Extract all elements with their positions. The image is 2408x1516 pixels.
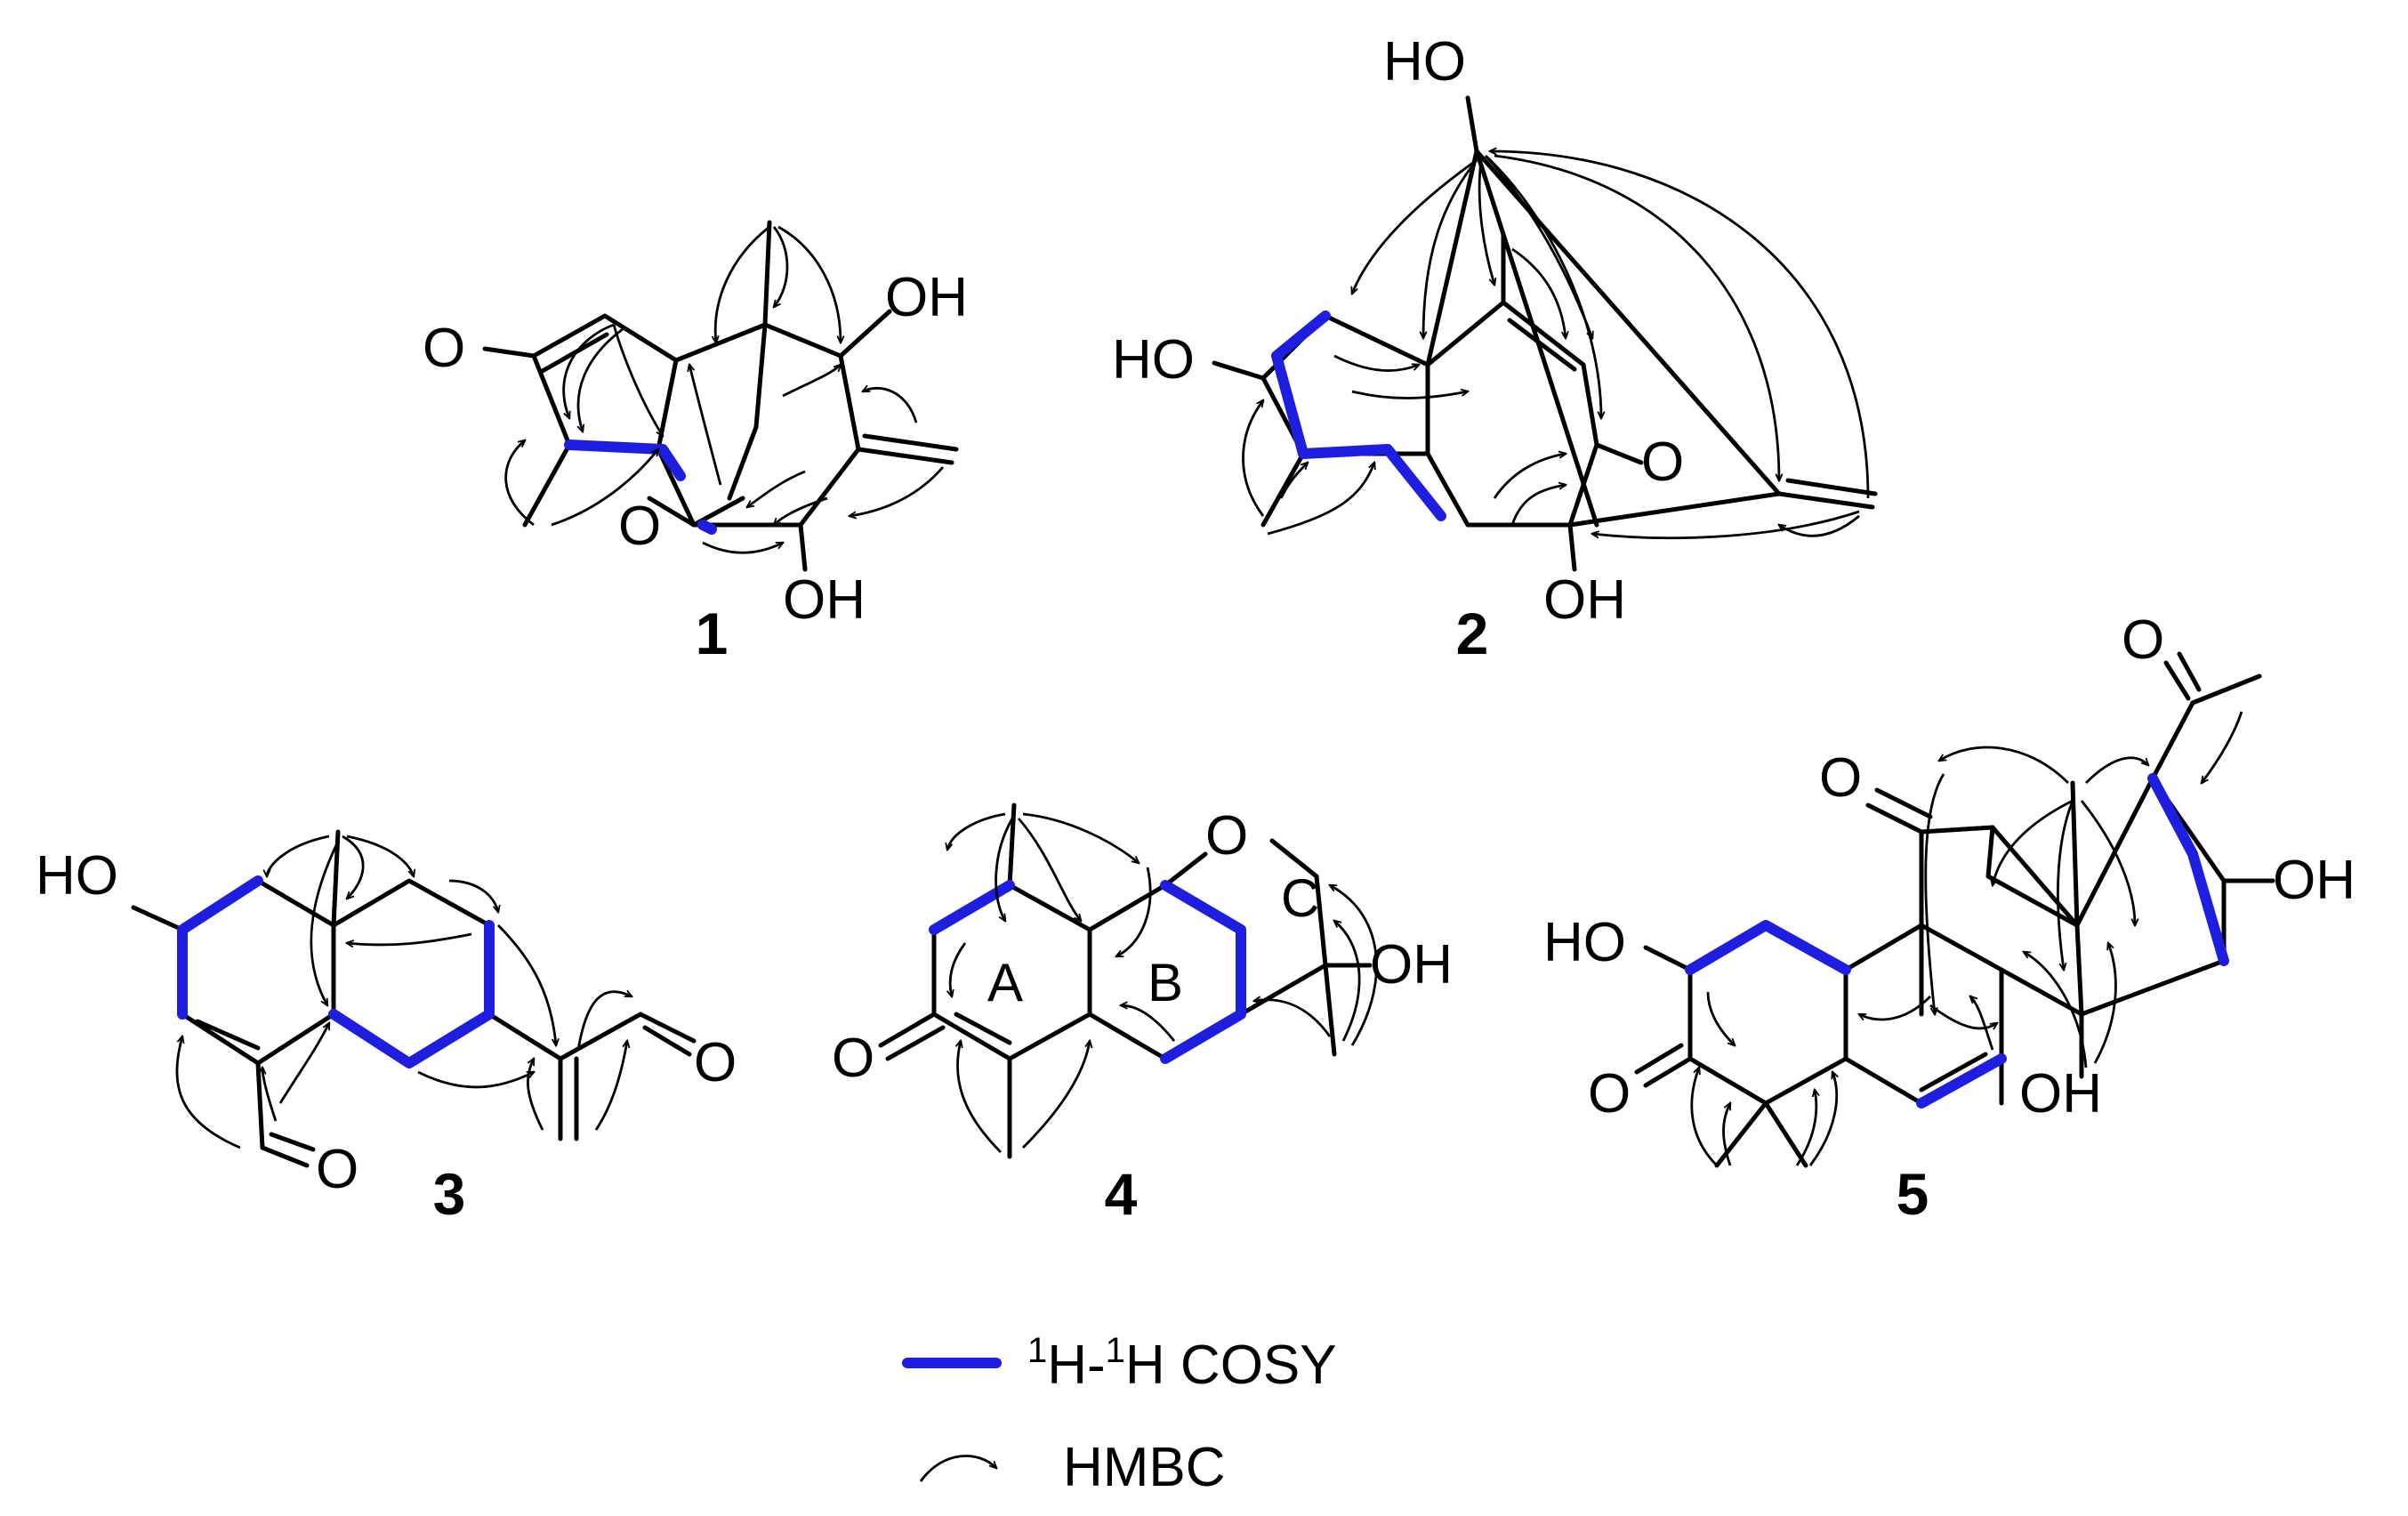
ring-label-a: A: [987, 953, 1023, 1012]
compound-3-bonds: [131, 829, 697, 1168]
aldehyde-oxygen-right: O: [694, 1032, 737, 1093]
compound-5-bonds: [1634, 651, 2275, 1168]
cosy-legend-label: 1H-1H COSY: [1027, 1331, 1337, 1396]
hydroxyl-bottom: OH: [2019, 1063, 2102, 1125]
compound-4-hmbc: [947, 812, 1378, 1153]
hydroxyl-left: HO: [36, 845, 118, 907]
compound-5-hmbc: [1690, 711, 2243, 1166]
compound-4-label: 4: [1105, 1161, 1138, 1227]
compound-5-cosy: [1685, 773, 2229, 1109]
oxo-oxygen: O: [1588, 1063, 1631, 1125]
hydroxyl-left: HO: [1543, 912, 1626, 973]
compound-1-bonds: [482, 220, 959, 572]
compound-3-label: 3: [433, 1161, 466, 1227]
compound-5: O O HO OH OH O 5: [1543, 609, 2356, 1227]
hmbc-legend-label: HMBC: [1063, 1437, 1226, 1498]
hmbc-legend-arrow: [919, 1455, 996, 1482]
acetyl-oxygen: O: [2122, 609, 2164, 671]
oxo-oxygen: O: [832, 1028, 874, 1089]
ring-oxygen: O: [1205, 805, 1248, 867]
compound-1: O OH O OH 1: [423, 220, 968, 666]
hydroxyl-right: OH: [1370, 934, 1453, 996]
ring-label-b: B: [1148, 953, 1183, 1012]
oxo-oxygen: O: [1641, 431, 1684, 493]
compound-5-atoms: O O HO OH OH O: [1543, 609, 2356, 1125]
compound-2-atoms: HO HO O OH: [1112, 31, 1684, 631]
compound-1-cosy: [564, 439, 717, 535]
compound-1-hmbc: [504, 225, 945, 554]
compound-3-cosy: [177, 875, 495, 1068]
compound-5-label: 5: [1897, 1161, 1929, 1227]
compound-3: HO O O 3: [36, 829, 737, 1227]
aldehyde-oxygen-bottom: O: [316, 1139, 358, 1200]
ring-label-c: C: [1281, 868, 1319, 928]
ketone-oxygen: O: [1819, 747, 1862, 809]
legend: 1H-1H COSY HMBC: [902, 1331, 1337, 1498]
hydroxyl-bottom: OH: [1543, 569, 1626, 631]
compound-2-hmbc: [1242, 151, 1870, 540]
compound-4-bonds: [878, 802, 1373, 1159]
hydroxyl-top: HO: [1383, 31, 1466, 93]
compound-2-cosy: [1271, 310, 1446, 521]
compound-2-label: 2: [1456, 601, 1489, 666]
ring-oxygen: O: [618, 496, 661, 557]
hydroxyl-left: HO: [1112, 329, 1195, 391]
compound-3-atoms: HO O O: [36, 845, 737, 1200]
oxo-oxygen: O: [423, 318, 465, 379]
hydroxyl-top: OH: [885, 267, 968, 328]
compound-2: HO HO O OH 2: [1112, 31, 1878, 666]
compound-2-bonds: [1212, 95, 1878, 572]
hydroxyl-right: OH: [2273, 850, 2356, 911]
compound-1-atoms: O OH O OH: [423, 267, 968, 631]
compound-3-hmbc: [175, 835, 632, 1149]
compound-1-label: 1: [696, 601, 729, 666]
compound-4: O OH O A B C 4: [832, 802, 1453, 1227]
compound-4-atoms: O OH O A B C: [832, 805, 1453, 1089]
hydroxyl-bottom: OH: [783, 569, 866, 631]
